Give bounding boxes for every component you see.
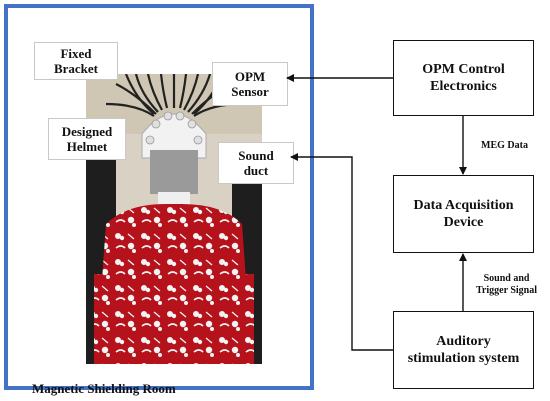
auditory-stimulation-system-text: Auditory stimulation system <box>407 334 520 366</box>
fixed-bracket-text: Fixed Bracket <box>53 46 99 76</box>
sound-trigger-signal-label: Sound and Trigger Signal <box>476 273 538 296</box>
data-acquisition-device-box: Data Acquisition Device <box>393 175 534 253</box>
sound-duct-label: Sound duct <box>218 142 294 184</box>
opm-control-electronics-text: OPM Control Electronics <box>422 62 505 94</box>
fixed-bracket-label: Fixed Bracket <box>34 42 118 80</box>
meg-data-label: MEG Data <box>481 140 528 151</box>
data-acquisition-device-text: Data Acquisition Device <box>413 198 514 230</box>
opm-control-electronics-box: OPM Control Electronics <box>393 40 534 116</box>
arrow-auditory-to-sound-duct <box>290 153 393 351</box>
sound-duct-text: Sound duct <box>238 148 274 178</box>
opm-sensor-text: OPM Sensor <box>231 69 269 99</box>
magnetic-shielding-room: Fixed Bracket OPM Sensor Designed Helmet… <box>4 4 314 396</box>
designed-helmet-text: Designed Helmet <box>61 124 113 154</box>
auditory-stimulation-system-box: Auditory stimulation system <box>393 311 534 389</box>
designed-helmet-label: Designed Helmet <box>48 118 126 160</box>
room-label: Magnetic Shielding Room <box>32 381 176 396</box>
opm-sensor-label: OPM Sensor <box>212 62 288 106</box>
